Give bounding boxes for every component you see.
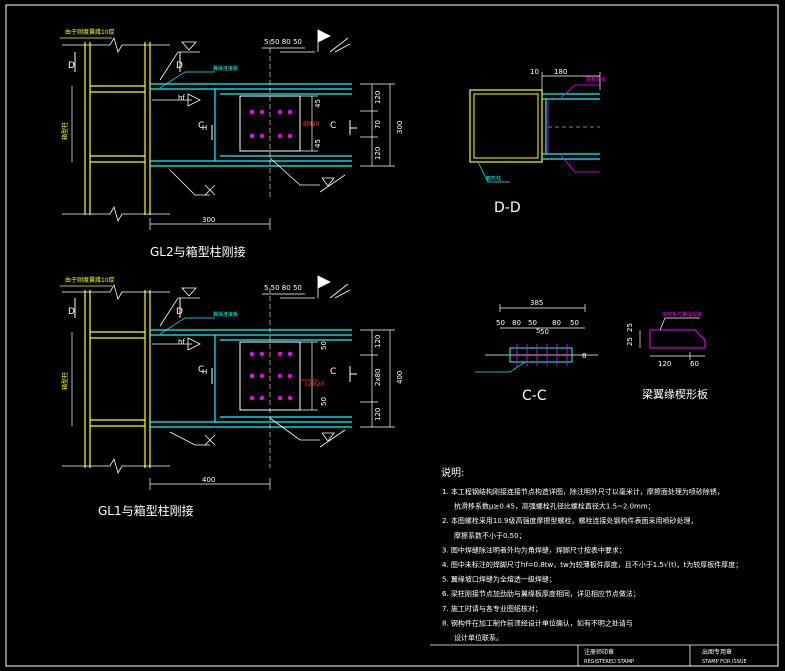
gl2-dim-top: 5 50 80 50 <box>264 38 302 46</box>
cc-dim-part-3: 50 <box>540 328 549 336</box>
gl1-hf-label: hf <box>178 338 185 346</box>
gl1-dim-120b: 120 <box>374 408 382 421</box>
gl2-dim-70: 70 <box>374 120 382 129</box>
note-line: 5. 翼缘坡口焊缝为全熔透一级焊缝； <box>442 575 556 584</box>
gl1-dim-50b: 50 <box>320 397 328 406</box>
note-line: 3. 图中焊缝除注明者外均为角焊缝，焊脚尺寸按表中要求； <box>442 545 626 554</box>
gl1-bolt-callout: 12M20 <box>304 381 325 388</box>
gl2-dim-45a: 45 <box>314 99 322 108</box>
cc-dim-part-0: 50 <box>496 319 505 327</box>
note-line: 摩擦系数不小于0.50； <box>454 531 526 540</box>
gl1-detail: 由于刚度翼缘10厚 D D C C hf H 12M20 翼缘连接板 5 50 … <box>60 275 404 518</box>
plate-dim-25: 25 <box>626 337 634 346</box>
note-line: 4. 图中未标注的焊脚尺寸hf=0.8tw，tw为较薄板件厚度，且不小于1.5√… <box>442 560 742 569</box>
gl2-beam <box>150 83 352 167</box>
cc-dim-part-1: 80 <box>512 319 521 327</box>
gl1-beam <box>150 329 352 428</box>
dd-note-top: 隔板焊缝 <box>586 76 606 83</box>
note-line: 7. 施工时请与各专业图纸核对； <box>442 604 542 613</box>
gl1-dim-400v: 400 <box>396 371 404 384</box>
plate-dim-120: 120 <box>658 360 671 368</box>
notes-heading: 说明: <box>441 466 464 479</box>
plate-note: 加劲板与翼缘焊接 <box>662 311 702 318</box>
gl2-plate-note: 翼缘连接板 <box>213 65 238 72</box>
dd-note-bottom: 箱形柱 <box>486 175 501 182</box>
gl2-column <box>84 42 151 215</box>
cc-dim-part-4: 80 <box>552 319 561 327</box>
gl1-bolts <box>249 351 293 401</box>
gl2-section-c-left: C <box>198 121 204 131</box>
gl1-col-label: 箱型柱 <box>61 372 69 390</box>
gl2-bolts <box>249 109 293 139</box>
note-line: 6. 梁柱刚接节点加劲肋与翼缘板厚度相同，详见相应节点做法； <box>442 589 640 598</box>
gl2-bolt-callout: 8M20 <box>303 121 320 128</box>
cc-dim-8: 8 <box>582 352 586 360</box>
gl1-title: GL1与箱型柱刚接 <box>98 503 194 518</box>
gl1-column <box>84 290 151 468</box>
gl1-dim-50a: 50 <box>320 341 328 350</box>
title-block-left-en: REGISTERED STAMP <box>584 659 634 665</box>
gl2-dim-300v: 300 <box>396 121 404 134</box>
gl1-section-c-left: C <box>198 365 204 375</box>
wedge-plate: 加劲板与翼缘焊接 25 25 120 60 梁翼缘楔形板 <box>626 311 708 401</box>
cc-dim-part-2: 50 <box>528 319 537 327</box>
note-line: 1. 本工程钢结构刚接连接节点构造详图，除注明外尺寸以毫米计，摩擦面处理为喷砂除… <box>442 487 724 496</box>
gl2-h-label: H <box>202 124 207 132</box>
gl2-section-d-left: D <box>68 61 75 71</box>
cc-dim-part-5: 50 <box>570 319 579 327</box>
gl2-title: GL2与箱型柱刚接 <box>150 244 246 259</box>
section-dd: 10 180 隔板焊缝 箱形柱 D-D <box>469 68 606 216</box>
title-block-right: 出图专用章 <box>702 648 732 656</box>
title-block: 注册师印章 REGISTERED STAMP 出图专用章 STAMP FOR I… <box>430 644 778 666</box>
dd-dim-180: 180 <box>554 68 567 76</box>
gl2-hf-label: hf <box>178 94 185 102</box>
gl1-section-c-right: C <box>330 367 336 377</box>
gl2-detail: 由于刚度翼缘10厚 D D C C hf H 8M20 翼缘连接板 5 50 8… <box>60 28 404 259</box>
gl1-dim-400h: 400 <box>202 476 215 484</box>
dd-dim-10: 10 <box>530 68 539 76</box>
note-line: 8. 钢构件在加工制作前须经设计单位确认，如有不明之处请与 <box>442 618 633 627</box>
gl2-section-d-right: D <box>176 61 183 71</box>
gl1-top-note: 由于刚度翼缘10厚 <box>65 276 115 284</box>
gl1-h-label: H <box>202 368 207 376</box>
gl2-section-c-right: C <box>330 121 336 131</box>
title-block-left: 注册师印章 <box>584 648 614 656</box>
cc-title: C-C <box>522 388 547 404</box>
gl1-dim-2x80: 2x80 <box>374 368 382 386</box>
gl2-top-note: 由于刚度翼缘10厚 <box>65 28 115 36</box>
title-block-right-en: STAMP FOR ISSUE <box>702 659 747 665</box>
gl1-section-d-right: D <box>176 307 183 317</box>
section-cc: 385 50 80 50 50 80 50 5 8 C-C <box>475 299 598 404</box>
notes: 说明: 1. 本工程钢结构刚接连接节点构造详图，除注明外尺寸以毫米计，摩擦面处理… <box>441 466 742 642</box>
gl2-dim-300h: 300 <box>202 216 215 224</box>
gl1-dim-120a: 120 <box>374 335 382 348</box>
gl1-dim-top: 5 50 80 50 <box>264 284 302 292</box>
gl1-plate-note: 翼缘连接板 <box>213 311 238 318</box>
gl2-dim-120a: 120 <box>374 91 382 104</box>
gl2-dim-120b: 120 <box>374 147 382 160</box>
plate-title: 梁翼缘楔形板 <box>642 387 708 401</box>
gl2-col-label: 箱型柱 <box>61 122 69 140</box>
drawing-frame <box>5 4 779 667</box>
cc-dim-total: 385 <box>530 299 543 307</box>
note-line: 抗滑移系数μ≥0.45，高强螺栓孔径比螺栓直径大1.5~2.0mm； <box>454 502 655 511</box>
note-line: 设计单位联系。 <box>454 633 503 642</box>
plate-dim-60: 60 <box>690 360 699 368</box>
gl1-section-d-left: D <box>68 307 75 317</box>
plate-dim-25b: 25 <box>626 323 634 332</box>
note-line: 2. 本图螺栓采用10.9级高强度摩擦型螺栓，螺栓连接处钢构件表面采用喷砂处理， <box>442 516 698 525</box>
dd-title: D-D <box>494 200 521 216</box>
cc-dim-5: 5 <box>536 327 540 335</box>
gl2-dim-45b: 45 <box>314 139 322 148</box>
